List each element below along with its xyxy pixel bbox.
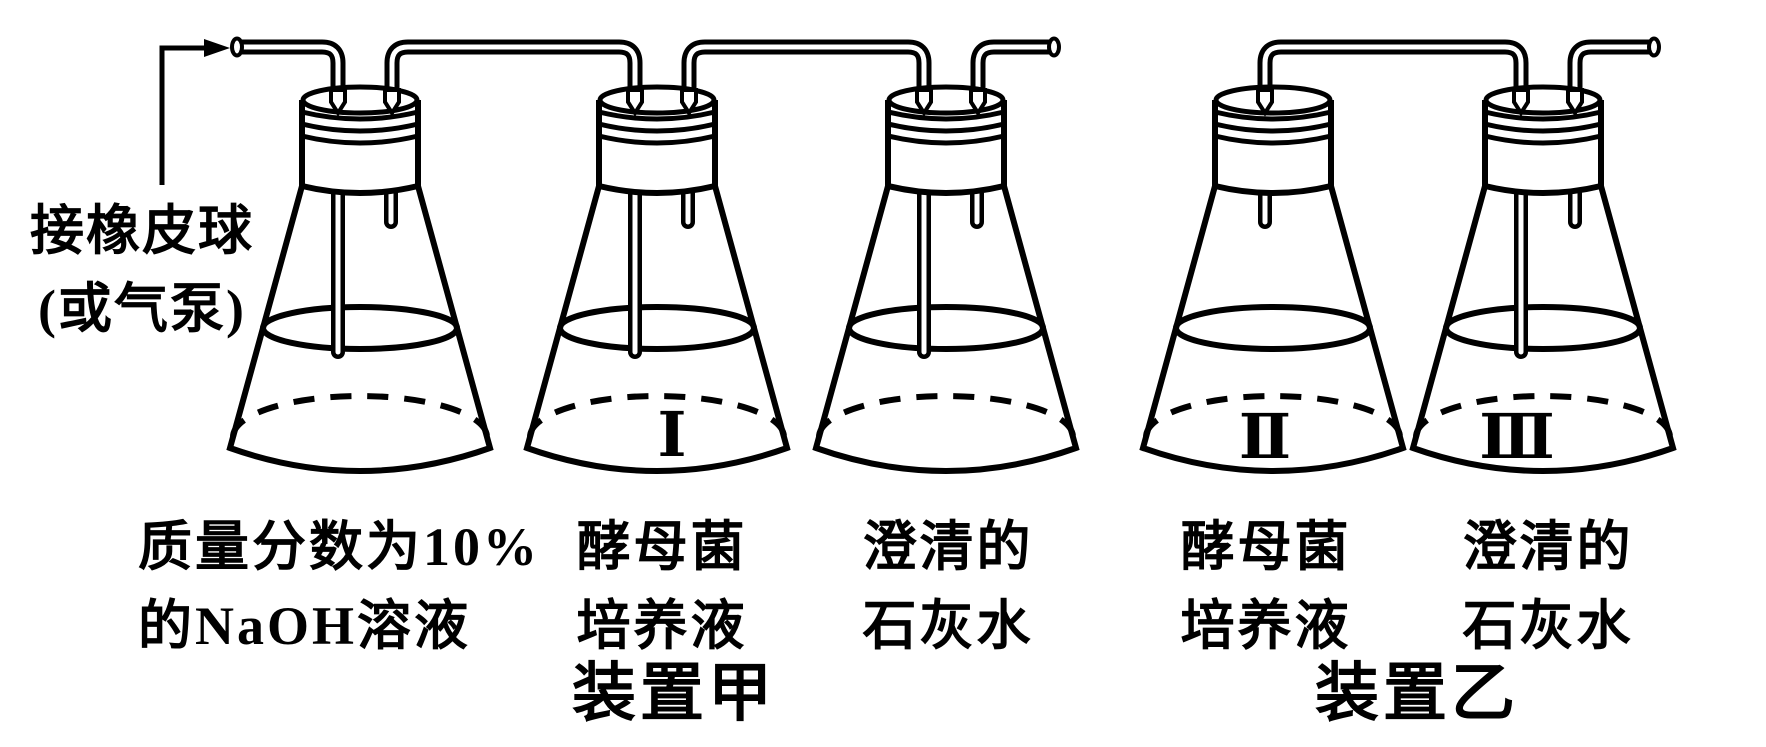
flask-naoh-label-line1: 质量分数为10%: [138, 517, 540, 577]
flask-naoh-label-line2: 的NaOH溶液: [138, 596, 472, 656]
flask-lime2-label-line1: 澄清的: [1462, 517, 1634, 577]
flask-naoh-label: 质量分数为10% 的NaOH溶液: [138, 508, 540, 666]
flask5-outlet-tube: [1567, 36, 1661, 104]
flask-lime1-label-line1: 澄清的: [862, 517, 1034, 577]
flask-yeast2-label-line2: 培养液: [1180, 596, 1352, 656]
flask-yeast1-label-line1: 酵母菌: [576, 517, 748, 577]
flask-limewater-1: [816, 87, 1076, 471]
flask-numeral-1: Ⅰ: [657, 398, 687, 471]
tube-flask1-to-flask2: [384, 39, 643, 104]
apparatus-a-title: 装置甲: [572, 658, 776, 729]
tube-flask4-to-flask5: [1257, 39, 1529, 104]
flask-lime2-label: 澄清的 石灰水: [1463, 508, 1634, 666]
flask-numeral-2: Ⅱ: [1238, 400, 1292, 473]
flask-yeast1-label: 酵母菌 培养液: [577, 508, 748, 666]
pump-annotation-line2: (或气泵): [38, 279, 246, 339]
flask-yeast1-label-line2: 培养液: [576, 596, 748, 656]
flask-lime1-label: 澄清的 石灰水: [863, 508, 1034, 666]
apparatus-b-title: 装置乙: [1315, 658, 1519, 729]
flask-yeast2-label: 酵母菌 培养液: [1181, 508, 1352, 666]
pump-annotation: 接橡皮球 (或气泵): [6, 192, 278, 348]
pump-inlet-tube: [230, 36, 346, 104]
flask-numeral-3: Ⅲ: [1479, 400, 1555, 473]
tube-open-end: [1047, 36, 1061, 58]
flask3-outlet-tube: [970, 36, 1061, 104]
flask-lime2-label-line2: 石灰水: [1462, 596, 1634, 656]
flask-yeast2-label-line1: 酵母菌: [1180, 517, 1352, 577]
pump-arrow: [159, 39, 230, 185]
pump-annotation-line1: 接橡皮球: [30, 201, 254, 261]
arrowhead: [204, 39, 230, 57]
tube-flask2-to-flask3: [681, 39, 932, 104]
flask-lime1-label-line2: 石灰水: [862, 596, 1034, 656]
tube-open-end: [1647, 36, 1661, 58]
tube-open-end: [230, 36, 244, 58]
